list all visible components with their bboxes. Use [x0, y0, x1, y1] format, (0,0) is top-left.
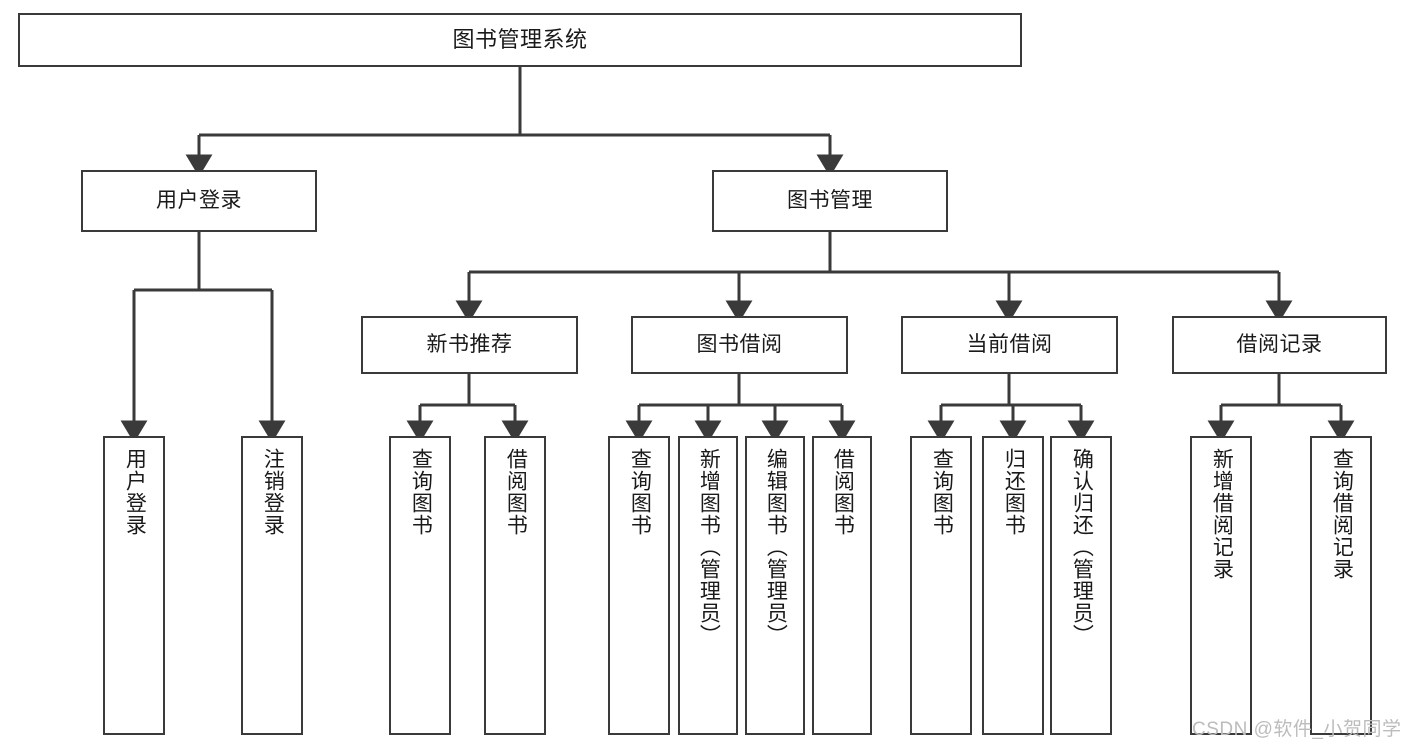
- node-label: 查询借阅记录: [1330, 448, 1354, 580]
- node-borrow-record[interactable]: 借阅记录: [1172, 316, 1387, 374]
- node-root-system[interactable]: 图书管理系统: [18, 13, 1022, 67]
- node-leaf-query-borrow-record[interactable]: 查询借阅记录: [1310, 436, 1372, 735]
- node-label: 新书推荐: [426, 333, 513, 357]
- node-leaf-edit-book-admin[interactable]: 编辑图书（管理员）: [745, 436, 805, 735]
- node-leaf-user-logout[interactable]: 注销登录: [241, 436, 303, 735]
- node-label: 编辑图书（管理员）: [764, 448, 788, 646]
- node-leaf-return-book[interactable]: 归还图书: [982, 436, 1044, 735]
- node-leaf-user-login[interactable]: 用户登录: [103, 436, 165, 735]
- node-label: 新增图书（管理员）: [697, 448, 721, 646]
- node-leaf-query-book-2[interactable]: 查询图书: [608, 436, 670, 735]
- node-label: 查询图书: [930, 448, 954, 536]
- node-label: 借阅图书: [504, 448, 528, 536]
- node-label: 当前借阅: [966, 333, 1053, 357]
- node-label: 用户登录: [156, 189, 242, 213]
- node-leaf-confirm-return-admin[interactable]: 确认归还（管理员）: [1050, 436, 1112, 735]
- node-leaf-borrow-book-1[interactable]: 借阅图书: [484, 436, 546, 735]
- node-leaf-add-book-admin[interactable]: 新增图书（管理员）: [678, 436, 738, 735]
- node-label: 借阅记录: [1236, 333, 1323, 357]
- node-leaf-query-book-3[interactable]: 查询图书: [910, 436, 972, 735]
- edge-group-new-book-rec: [406, 374, 529, 443]
- node-label: 图书管理系统: [452, 26, 588, 52]
- node-leaf-borrow-book-2[interactable]: 借阅图书: [812, 436, 872, 735]
- node-label: 归还图书: [1002, 448, 1026, 536]
- node-current-borrow[interactable]: 当前借阅: [901, 316, 1118, 374]
- edge-group-borrow-record: [1207, 374, 1355, 443]
- node-label: 借阅图书: [831, 448, 855, 536]
- edge-group-book-manage: [455, 232, 1293, 323]
- node-label: 新增借阅记录: [1210, 448, 1234, 580]
- node-leaf-query-book-1[interactable]: 查询图书: [389, 436, 451, 735]
- node-label: 用户登录: [123, 448, 147, 536]
- node-label: 查询图书: [409, 448, 433, 536]
- edge-group-current-borrow: [927, 374, 1095, 443]
- node-label: 确认归还（管理员）: [1070, 448, 1094, 646]
- node-user-login[interactable]: 用户登录: [81, 170, 317, 232]
- node-new-book-recommendation[interactable]: 新书推荐: [361, 316, 578, 374]
- edge-group-book-borrow: [625, 374, 856, 443]
- node-book-manage[interactable]: 图书管理: [712, 170, 948, 232]
- node-label: 图书借阅: [696, 333, 783, 357]
- edge-group-user-login: [120, 232, 286, 443]
- node-label: 注销登录: [261, 448, 285, 536]
- node-label: 图书管理: [787, 189, 873, 213]
- edge-group-root: [185, 67, 844, 177]
- node-leaf-add-borrow-record[interactable]: 新增借阅记录: [1190, 436, 1252, 735]
- node-book-borrow[interactable]: 图书借阅: [631, 316, 848, 374]
- node-label: 查询图书: [628, 448, 652, 536]
- csdn-watermark: CSDN @软件_小贺同学: [1192, 719, 1402, 740]
